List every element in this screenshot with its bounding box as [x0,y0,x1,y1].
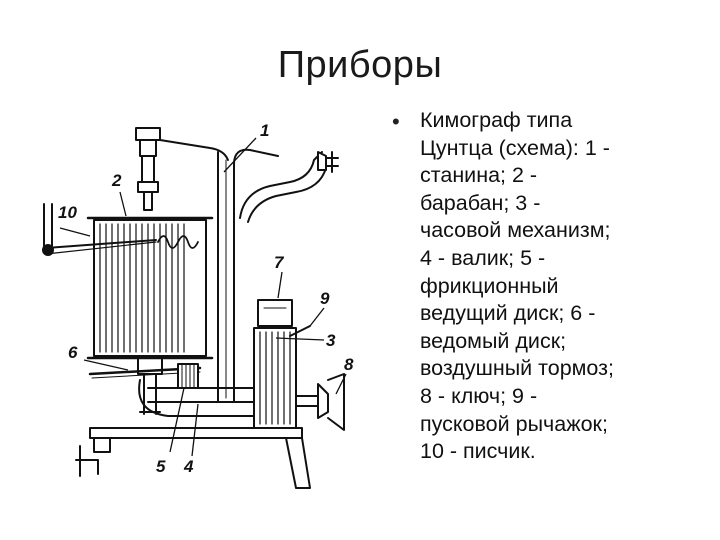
description-line: 8 - ключ; 9 - [420,383,538,408]
callout-5: 5 [156,457,166,476]
callout-7: 7 [274,253,285,272]
callout-2: 2 [111,171,122,190]
description-line: Кимограф типа [420,108,573,132]
callout-3: 3 [326,331,336,350]
description-line: часовой механизм; [420,218,611,243]
friction-disc [177,363,199,389]
pen [45,239,157,249]
description-line: фрикционный [420,273,559,298]
description-line: 10 - писчик. [420,439,536,464]
description-bullet: • Кимограф типа Цунтца (схема): 1 - стан… [392,107,702,466]
clock-housing [253,327,297,429]
callout-9: 9 [320,289,330,308]
callout-8: 8 [344,355,354,374]
callout-4: 4 [183,457,194,476]
description-line: воздушный тормоз; [420,356,614,381]
base-plate [89,427,303,439]
description-line: барабан; 3 - [420,190,541,215]
description-text: Кимограф типа Цунтца (схема): 1 - станин… [420,107,702,466]
slide-title: Приборы [277,44,443,86]
bullet-marker: • [392,109,400,134]
description-line: ведущий диск; 6 - [420,301,596,326]
callout-1: 1 [260,121,269,140]
roller [147,387,265,403]
description-line: 4 - валик; 5 - [420,245,546,270]
description-line: станина; 2 - [420,163,538,188]
callout-6: 6 [68,343,78,362]
callout-10: 10 [58,203,77,222]
stand [217,148,279,403]
description-line: Цунтца (схема): 1 - [420,135,610,160]
description-line: пусковой рычажок; [420,411,608,436]
kymograph-diagram: 1 2 3 4 5 6 7 8 9 10 [42,121,354,489]
description-line: ведомый диск; [420,328,567,353]
